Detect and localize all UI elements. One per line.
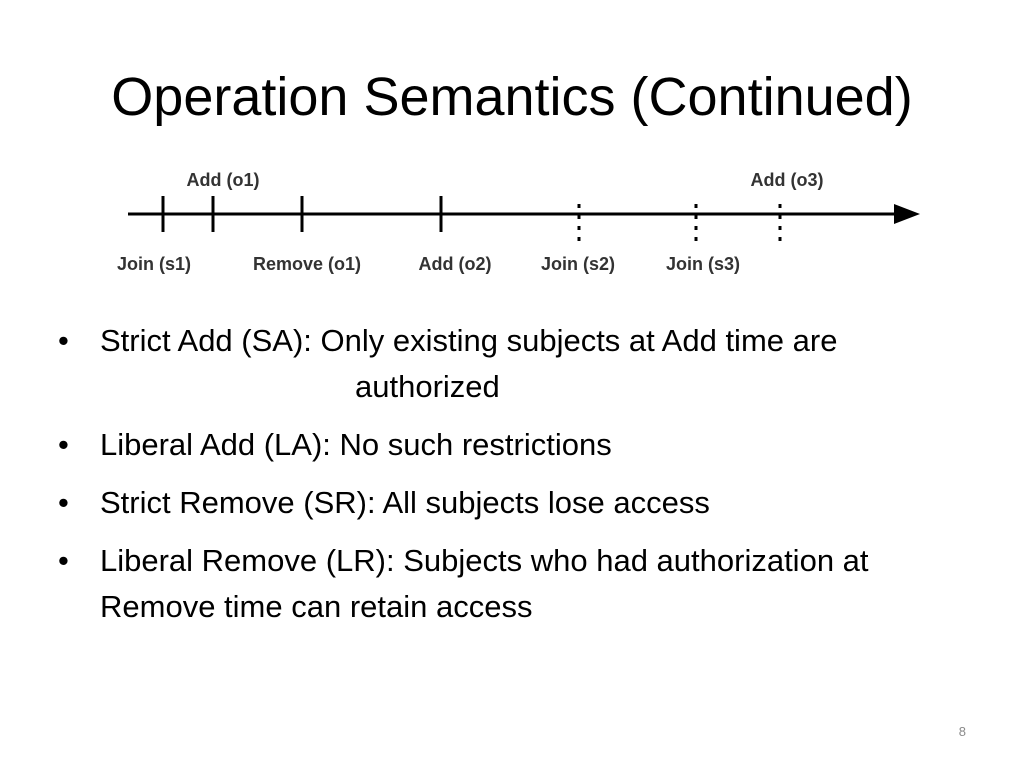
bullet-item-strict-add: • Strict Add (SA): Only existing subject… <box>58 318 988 410</box>
bullet-dot: • <box>58 323 69 358</box>
bullet-item-liberal-add: • Liberal Add (LA): No such restrictions <box>58 422 988 468</box>
bullet-text: Liberal Add (LA): No such restrictions <box>100 427 612 462</box>
bullet-text: Liberal Remove (LR): Subjects who had au… <box>100 543 869 624</box>
bullet-item-liberal-remove: • Liberal Remove (LR): Subjects who had … <box>58 538 988 630</box>
bullet-item-strict-remove: • Strict Remove (SR): All subjects lose … <box>58 480 988 526</box>
label-join-s3: Join (s3) <box>666 254 740 274</box>
label-join-s1: Join (s1) <box>117 254 191 274</box>
page-number: 8 <box>958 724 966 739</box>
bullet-dot: • <box>58 427 69 462</box>
bullet-text: Strict Remove (SR): All subjects lose ac… <box>100 485 710 520</box>
bullet-continuation: authorized <box>355 369 500 404</box>
bullet-text: Strict Add (SA): Only existing subjects … <box>100 323 838 358</box>
bullet-dot: • <box>58 485 69 520</box>
label-add-o3: Add (o3) <box>751 170 824 190</box>
bullet-list: • Strict Add (SA): Only existing subject… <box>58 318 988 642</box>
bullet-dot: • <box>58 543 69 578</box>
timeline-marks <box>161 196 782 242</box>
label-remove-o1: Remove (o1) <box>253 254 361 274</box>
timeline-labels: Join (s1) Add (o1) Remove (o1) Add (o2) Join… <box>117 170 824 274</box>
label-add-o1: Add (o1) <box>187 170 260 190</box>
label-add-o2: Add (o2) <box>419 254 492 274</box>
slide-title: Operation Semantics (Continued) <box>111 67 913 127</box>
timeline-arrowhead <box>894 204 920 224</box>
timeline-diagram: Join (s1) Add (o1) Remove (o1) Add (o2) Join… <box>117 170 920 274</box>
label-join-s2: Join (s2) <box>541 254 615 274</box>
